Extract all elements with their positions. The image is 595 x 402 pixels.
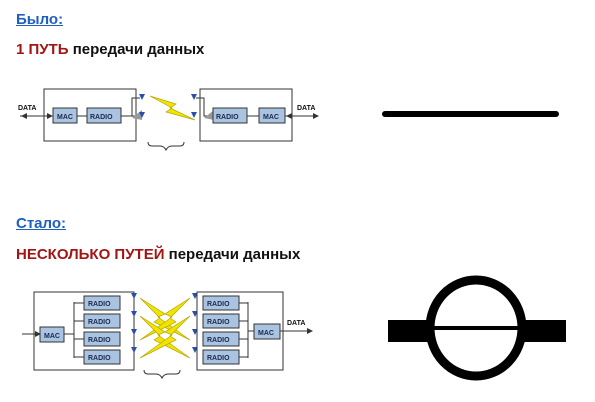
before-heading: Было:	[16, 11, 64, 28]
radio-label-right: RADIO	[207, 337, 230, 344]
multi-path-symbol	[388, 275, 566, 381]
radio-label-left: RADIO	[90, 114, 113, 121]
mac-label-right: MAC	[263, 114, 279, 121]
antenna-icon	[131, 329, 137, 335]
multi-path-link-diagram: MAC RADIO RADIO RADIO RADIO RADIO	[22, 291, 313, 380]
mac-label-left: MAC	[44, 333, 60, 340]
radio-label-left: RADIO	[88, 319, 111, 326]
brace	[143, 369, 181, 380]
data-label-right: DATA	[287, 320, 305, 327]
radio-label-left: RADIO	[88, 337, 111, 344]
radio-label-right: RADIO	[216, 114, 239, 121]
before-path-rest: передачи данных	[68, 41, 205, 58]
antenna-icon	[191, 112, 197, 118]
antenna-icon	[191, 94, 197, 100]
radio-label-right: RADIO	[207, 319, 230, 326]
after-path-rest: передачи данных	[164, 246, 301, 263]
before-subtitle: 1 ПУТЬ передачи данных	[16, 41, 204, 58]
radio-label-right: RADIO	[207, 301, 230, 308]
brace	[147, 141, 185, 152]
mac-label-left: MAC	[57, 114, 73, 121]
after-subtitle: НЕСКОЛЬКО ПУТЕЙ передачи данных	[16, 246, 300, 263]
lightning-icon	[139, 315, 191, 359]
after-path-count: НЕСКОЛЬКО ПУТЕЙ	[16, 246, 165, 263]
lightning-icon	[149, 95, 196, 121]
radio-label-left: RADIO	[88, 301, 111, 308]
antenna-icon	[131, 293, 137, 299]
antenna-icon	[139, 112, 145, 118]
lightning-icon	[139, 297, 191, 341]
antenna-icon	[131, 311, 137, 317]
before-path-count: 1 ПУТЬ	[16, 41, 69, 58]
antenna-icon	[131, 347, 137, 353]
data-label-right: DATA	[297, 105, 315, 112]
data-label-left: DATA	[18, 105, 36, 112]
radio-label-left: RADIO	[88, 355, 111, 362]
radio-label-right: RADIO	[207, 355, 230, 362]
antenna-icon	[139, 94, 145, 100]
single-path-link-diagram: DATA MAC RADIO RADIO MAC DATA	[18, 88, 319, 152]
after-heading: Стало:	[16, 215, 67, 232]
mac-label-right: MAC	[258, 330, 274, 337]
